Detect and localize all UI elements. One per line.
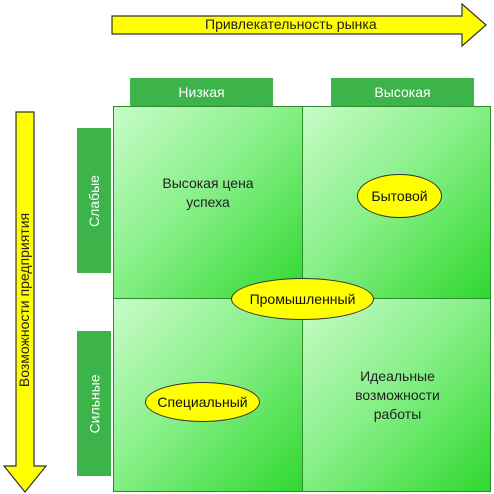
oval-special: Специальный [145, 382, 260, 422]
quadrant-bottom-right-text: Идеальные возможности работы [355, 368, 440, 422]
column-label-low: Низкая [130, 78, 273, 106]
enterprise-capabilities-label: Возможности предприятия [16, 212, 32, 388]
column-label-high: Высокая [331, 78, 474, 106]
row-label-weak: Слабые [77, 128, 111, 273]
quadrant-top-left-text: Высокая цена успеха [162, 175, 254, 210]
quadrant-bottom-right [302, 298, 491, 492]
market-attractiveness-label: Привлекательность рынка [205, 16, 377, 32]
oval-consumer: Бытовой [357, 174, 442, 218]
vertical-arrow [2, 111, 48, 493]
horizontal-arrow [111, 2, 487, 48]
oval-industrial: Промышленный [231, 278, 374, 320]
quadrant-top-left [113, 106, 303, 299]
row-label-strong: Сильные [77, 331, 111, 476]
